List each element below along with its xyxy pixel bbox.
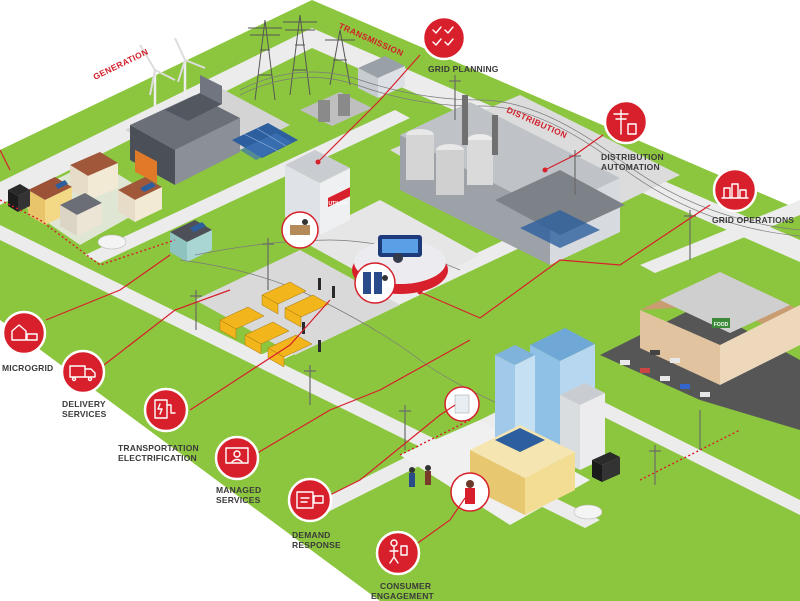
power-pole-icon (613, 109, 637, 135)
generation-label: GENERATION (91, 46, 149, 81)
city-buildings (409, 328, 620, 520)
substation (300, 92, 372, 126)
underground-cables (0, 199, 741, 481)
power-lines (179, 71, 800, 431)
consumer-engagement-label-2: ENGAGEMENT (371, 591, 435, 601)
power-plant (130, 75, 240, 185)
road-center (85, 110, 410, 263)
house-car-icon (11, 324, 38, 341)
callout-consumer-engagement[interactable]: CONSUMER ENGAGEMENT (371, 530, 435, 601)
callout-demand-response[interactable]: DEMAND RESPONSE (287, 477, 341, 550)
callout-transportation-electrification[interactable]: TRANSPORTATION ELECTRIFICATION (118, 387, 199, 463)
utility-sign: UTILITY (329, 201, 349, 207)
grocery-store: FOOD (620, 272, 800, 397)
delivery-truck-icon (69, 365, 96, 382)
utility-poles (190, 75, 701, 485)
utility-office: UTILITY (281, 150, 350, 249)
checklist-icon (432, 26, 454, 46)
solar-array (232, 123, 298, 160)
residential-houses (8, 152, 212, 262)
school-buses (219, 278, 335, 368)
operator-screen-icon (225, 447, 249, 464)
store-sign: FOOD (714, 322, 729, 328)
delivery-services-label-1: DELIVERY (62, 399, 106, 409)
demand-response-label-2: RESPONSE (292, 540, 341, 550)
consumer-engagement-label-1: CONSUMER (380, 581, 431, 591)
managed-services-label-1: MANAGED (216, 485, 261, 495)
meter-card-icon (296, 491, 324, 509)
city-grid-icon (721, 183, 749, 199)
ev-charger-icon (154, 399, 176, 419)
grid-planning-label: GRID PLANNING (428, 64, 499, 74)
factory (400, 95, 625, 265)
callout-grid-planning[interactable]: GRID PLANNING (421, 15, 499, 74)
callout-grid-operations[interactable]: GRID OPERATIONS (712, 167, 794, 225)
transportation-electrification-label-1: TRANSPORTATION (118, 443, 199, 453)
distribution-automation-label-2: AUTOMATION (601, 162, 660, 172)
grid-operations-label: GRID OPERATIONS (712, 215, 794, 225)
managed-services-label-2: SERVICES (216, 495, 261, 505)
wind-turbines (139, 37, 206, 120)
callout-microgrid[interactable]: MICROGRID (1, 310, 53, 373)
person-phone-icon (389, 539, 408, 564)
callout-distribution-automation[interactable]: DISTRIBUTION AUTOMATION (601, 99, 664, 172)
distribution-automation-label-1: DISTRIBUTION (601, 152, 664, 162)
callout-managed-services[interactable]: MANAGED SERVICES (214, 435, 261, 505)
microgrid-label: MICROGRID (2, 363, 53, 373)
callout-leaders (0, 54, 711, 546)
demand-response-label-1: DEMAND (292, 530, 331, 540)
delivery-services-label-2: SERVICES (62, 409, 107, 419)
callout-delivery-services[interactable]: DELIVERY SERVICES (60, 349, 107, 419)
road-right (640, 200, 800, 273)
transmission-towers (248, 14, 355, 101)
transportation-electrification-label-2: ELECTRIFICATION (118, 453, 197, 463)
control-center (352, 235, 448, 304)
